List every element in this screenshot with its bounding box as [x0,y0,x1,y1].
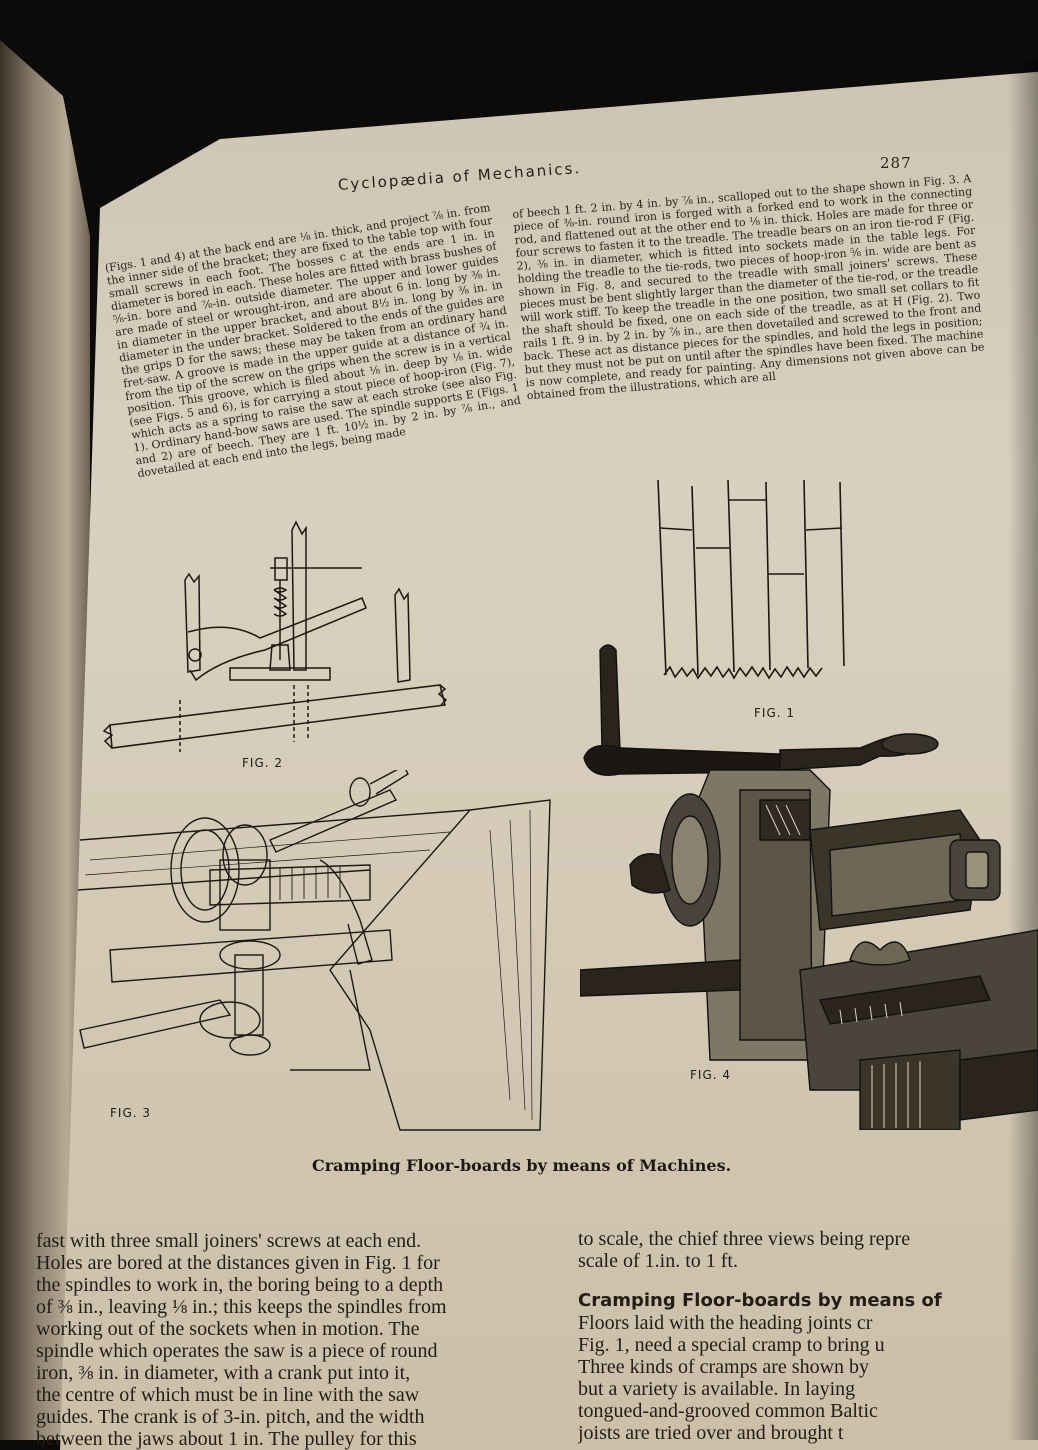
bottom-right-column: to scale, the chief three views being re… [578,1228,1038,1444]
fig1-floorboards-illustration [657,479,845,680]
fig3-label: FIG. 3 [110,1106,152,1120]
fig3-cramp-on-boards-illustration [77,770,551,1131]
body-line: between the jaws about 1 in. The pulley … [36,1428,417,1450]
body-line: working out of the sockets when in motio… [36,1318,420,1340]
body-line: the spindles to work in, the boring bein… [36,1274,444,1296]
body-line: Floors laid with the heading joints cr [578,1312,873,1334]
page-edge-shadow [1008,60,1038,1440]
body-line: Fig. 1, need a special cramp to bring u [578,1334,885,1356]
fig2-saw-frame-illustration [102,520,448,752]
body-line: of ⅜ in., leaving ⅛ in.; this keeps the … [36,1296,447,1318]
page-number: 287 [880,154,912,172]
body-line: tongued-and-grooved common Baltic [578,1400,878,1422]
body-line: scale of 1.in. to 1 ft. [578,1250,738,1272]
body-line: Three kinds of cramps are shown by [578,1356,870,1378]
fig4-cramp-machine-illustration [580,644,1038,1130]
body-line: but a variety is available. In laying [578,1378,856,1400]
body-line: fast with three small joiners' screws at… [36,1230,422,1252]
book-page [60,70,1038,1450]
body-line: spindle which operates the saw is a piec… [36,1340,438,1362]
body-line: to scale, the chief three views being re… [578,1228,911,1250]
fig4-label: FIG. 4 [690,1068,732,1082]
section-heading: Cramping Floor-boards by means of [578,1290,942,1311]
body-line: the centre of which must be in line with… [36,1384,420,1406]
fig1-label: FIG. 1 [754,706,796,720]
body-line: Holes are bored at the distances given i… [36,1252,440,1274]
body-line: iron, ⅜ in. in diameter, with a crank pu… [36,1362,411,1384]
figure-caption: Cramping Floor-boards by means of Machin… [312,1156,732,1175]
body-line: guides. The crank is of 3-in. pitch, and… [36,1406,425,1428]
fig2-label: FIG. 2 [242,756,284,770]
bottom-left-column: fast with three small joiners' screws at… [36,1230,551,1450]
body-line: joists are tried over and brought t [578,1422,844,1444]
top-right-column-text: of beech 1 ft. 2 in. by 4 in. by ⅞ in., … [512,171,985,403]
